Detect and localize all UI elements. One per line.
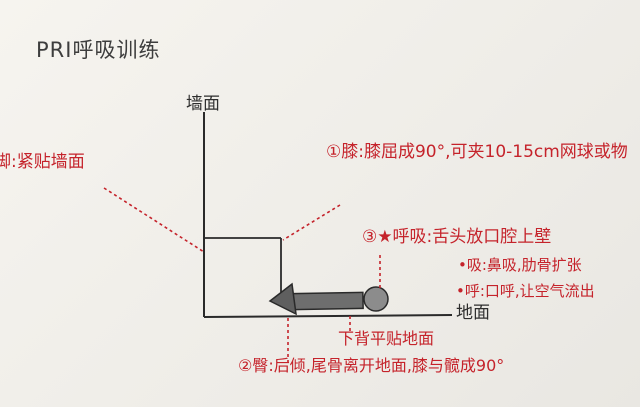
breath-annotation: ③★呼吸:舌头放口腔上壁: [362, 227, 552, 247]
exhale-annotation: •呼:口呼,让空气流出: [456, 282, 595, 300]
ground-axis-line: [203, 314, 453, 318]
diagram-title: PRI呼吸训练: [36, 38, 161, 62]
pelvis-shape: [268, 282, 297, 316]
feet-annotation: 脚:紧贴墙面: [0, 152, 85, 172]
inhale-annotation: •吸:鼻吸,肋骨扩张: [458, 256, 582, 274]
ground-label: 地面: [456, 303, 490, 323]
head-circle: [363, 286, 389, 312]
feet-leader: [103, 187, 205, 253]
knee-annotation: ①膝:膝屈成90°,可夹10-15cm网球或物: [326, 142, 628, 162]
hip-annotation: ②臀:后倾,尾骨离开地面,膝与髋成90°: [238, 356, 505, 375]
back-annotation: 下背平贴地面: [338, 329, 435, 348]
torso-shape: [292, 291, 364, 311]
knee-leader: [282, 204, 341, 241]
wall-label: 墙面: [186, 94, 220, 114]
